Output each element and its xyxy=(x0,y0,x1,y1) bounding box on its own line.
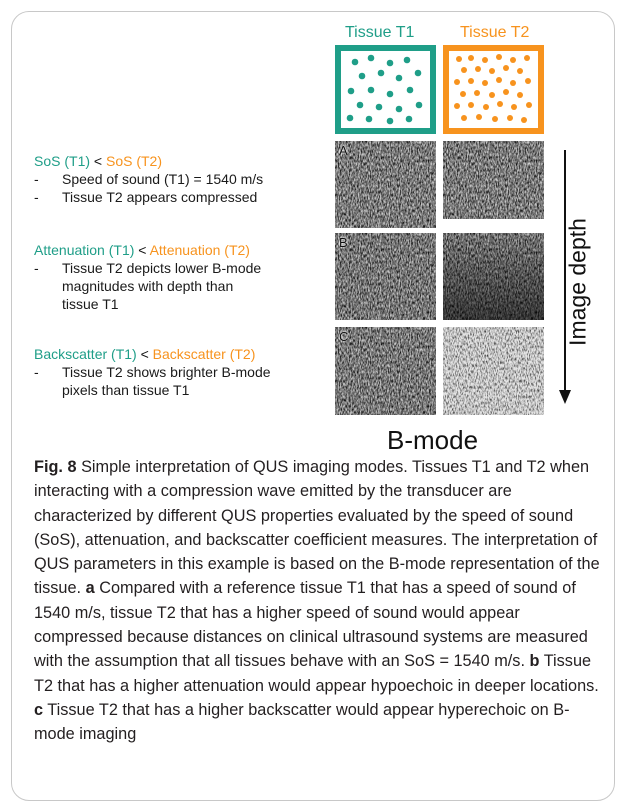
row-b-head-t1: Attenuation (T1) xyxy=(34,242,135,258)
row-c-bullet-1: - Tissue T2 shows brighter B-mode pixels t… xyxy=(34,363,271,399)
row-c-heading: Backscatter (T1) < Backscatter (T2) xyxy=(34,345,271,363)
tissue-t1-box xyxy=(335,45,436,134)
row-c-head-t1: Backscatter (T1) xyxy=(34,346,137,362)
tissue-t2-box xyxy=(443,45,544,134)
caption-b-text: Tissue T2 that has a higher attenuation … xyxy=(34,652,599,695)
row-a-head-t1: SoS (T1) xyxy=(34,153,91,169)
bullet-line: tissue T1 xyxy=(62,296,119,312)
image-depth-label: Image depth xyxy=(564,218,591,346)
bullet-dash: - xyxy=(34,260,39,276)
bmode-a-t2 xyxy=(443,141,544,219)
bullet-dash: - xyxy=(34,171,39,187)
row-b-bullet-1: - Tissue T2 depicts lower B-mode magnitude… xyxy=(34,259,261,313)
row-a-bullet-1: - Speed of sound (T1) = 1540 m/s xyxy=(34,170,263,188)
figure-frame xyxy=(11,11,615,801)
bullet-dash: - xyxy=(34,364,39,380)
row-a-heading: SoS (T1) < SoS (T2) xyxy=(34,152,263,170)
panel-letter-c: C xyxy=(339,329,349,344)
row-b-heading: Attenuation (T1) < Attenuation (T2) xyxy=(34,241,261,259)
caption-b-label: b xyxy=(529,652,540,671)
bullet-line: Speed of sound (T1) = 1540 m/s xyxy=(62,171,264,187)
row-b-text: Attenuation (T1) < Attenuation (T2) - Tis… xyxy=(34,241,261,313)
caption-c-label: c xyxy=(34,700,44,719)
panel-letter-a: A xyxy=(339,143,348,158)
bmode-c-t2 xyxy=(443,327,544,415)
bullet-line: magnitudes with depth than xyxy=(62,278,234,294)
tissue-t2-label: Tissue T2 xyxy=(460,24,530,41)
bmode-b-t2 xyxy=(443,233,544,320)
bullet-dash: - xyxy=(34,189,39,205)
caption-a-label: a xyxy=(85,579,95,598)
bmode-a-t1: A xyxy=(335,141,436,228)
caption-a-text: Compared with a reference tissue T1 that… xyxy=(34,579,588,671)
bullet-line: Tissue T2 appears compressed xyxy=(62,189,258,205)
caption-fig-label: Fig. 8 xyxy=(34,458,77,476)
panel-letter-b: B xyxy=(339,235,348,250)
row-a-head-op: < xyxy=(90,153,106,169)
depth-arrow-icon xyxy=(559,150,571,404)
bullet-line: Tissue T2 depicts lower B-mode xyxy=(62,260,262,276)
row-a-bullet-2: - Tissue T2 appears compressed xyxy=(34,188,263,206)
bmode-c-t1: C xyxy=(335,327,436,415)
tissue-t1-label: Tissue T1 xyxy=(345,24,415,41)
tissue-t2-scatterers xyxy=(454,54,532,123)
row-a-head-t2: SoS (T2) xyxy=(105,153,162,169)
row-c-text: Backscatter (T1) < Backscatter (T2) - Tis… xyxy=(34,345,271,399)
bullet-line: Tissue T2 shows brighter B-mode xyxy=(62,364,271,380)
row-c-head-t2: Backscatter (T2) xyxy=(152,346,256,362)
bmode-label: B-mode xyxy=(387,425,479,455)
row-a-text: SoS (T1) < SoS (T2) - Speed of sound (T1)… xyxy=(34,152,263,206)
tissue-t1-scatterers xyxy=(346,54,423,125)
row-b-head-t2: Attenuation (T2) xyxy=(149,242,250,258)
bmode-b-t1: B xyxy=(335,233,436,320)
row-c-head-op: < xyxy=(136,346,153,362)
bullet-line: pixels than tissue T1 xyxy=(62,382,190,398)
row-b-head-op: < xyxy=(134,242,150,258)
caption-intro: Simple interpretation of QUS imaging mod… xyxy=(34,458,600,598)
caption-c-text: Tissue T2 that has a higher backscatter … xyxy=(34,700,570,744)
figure-caption: Fig. 8 Simple interpretation of QUS imag… xyxy=(34,455,604,747)
